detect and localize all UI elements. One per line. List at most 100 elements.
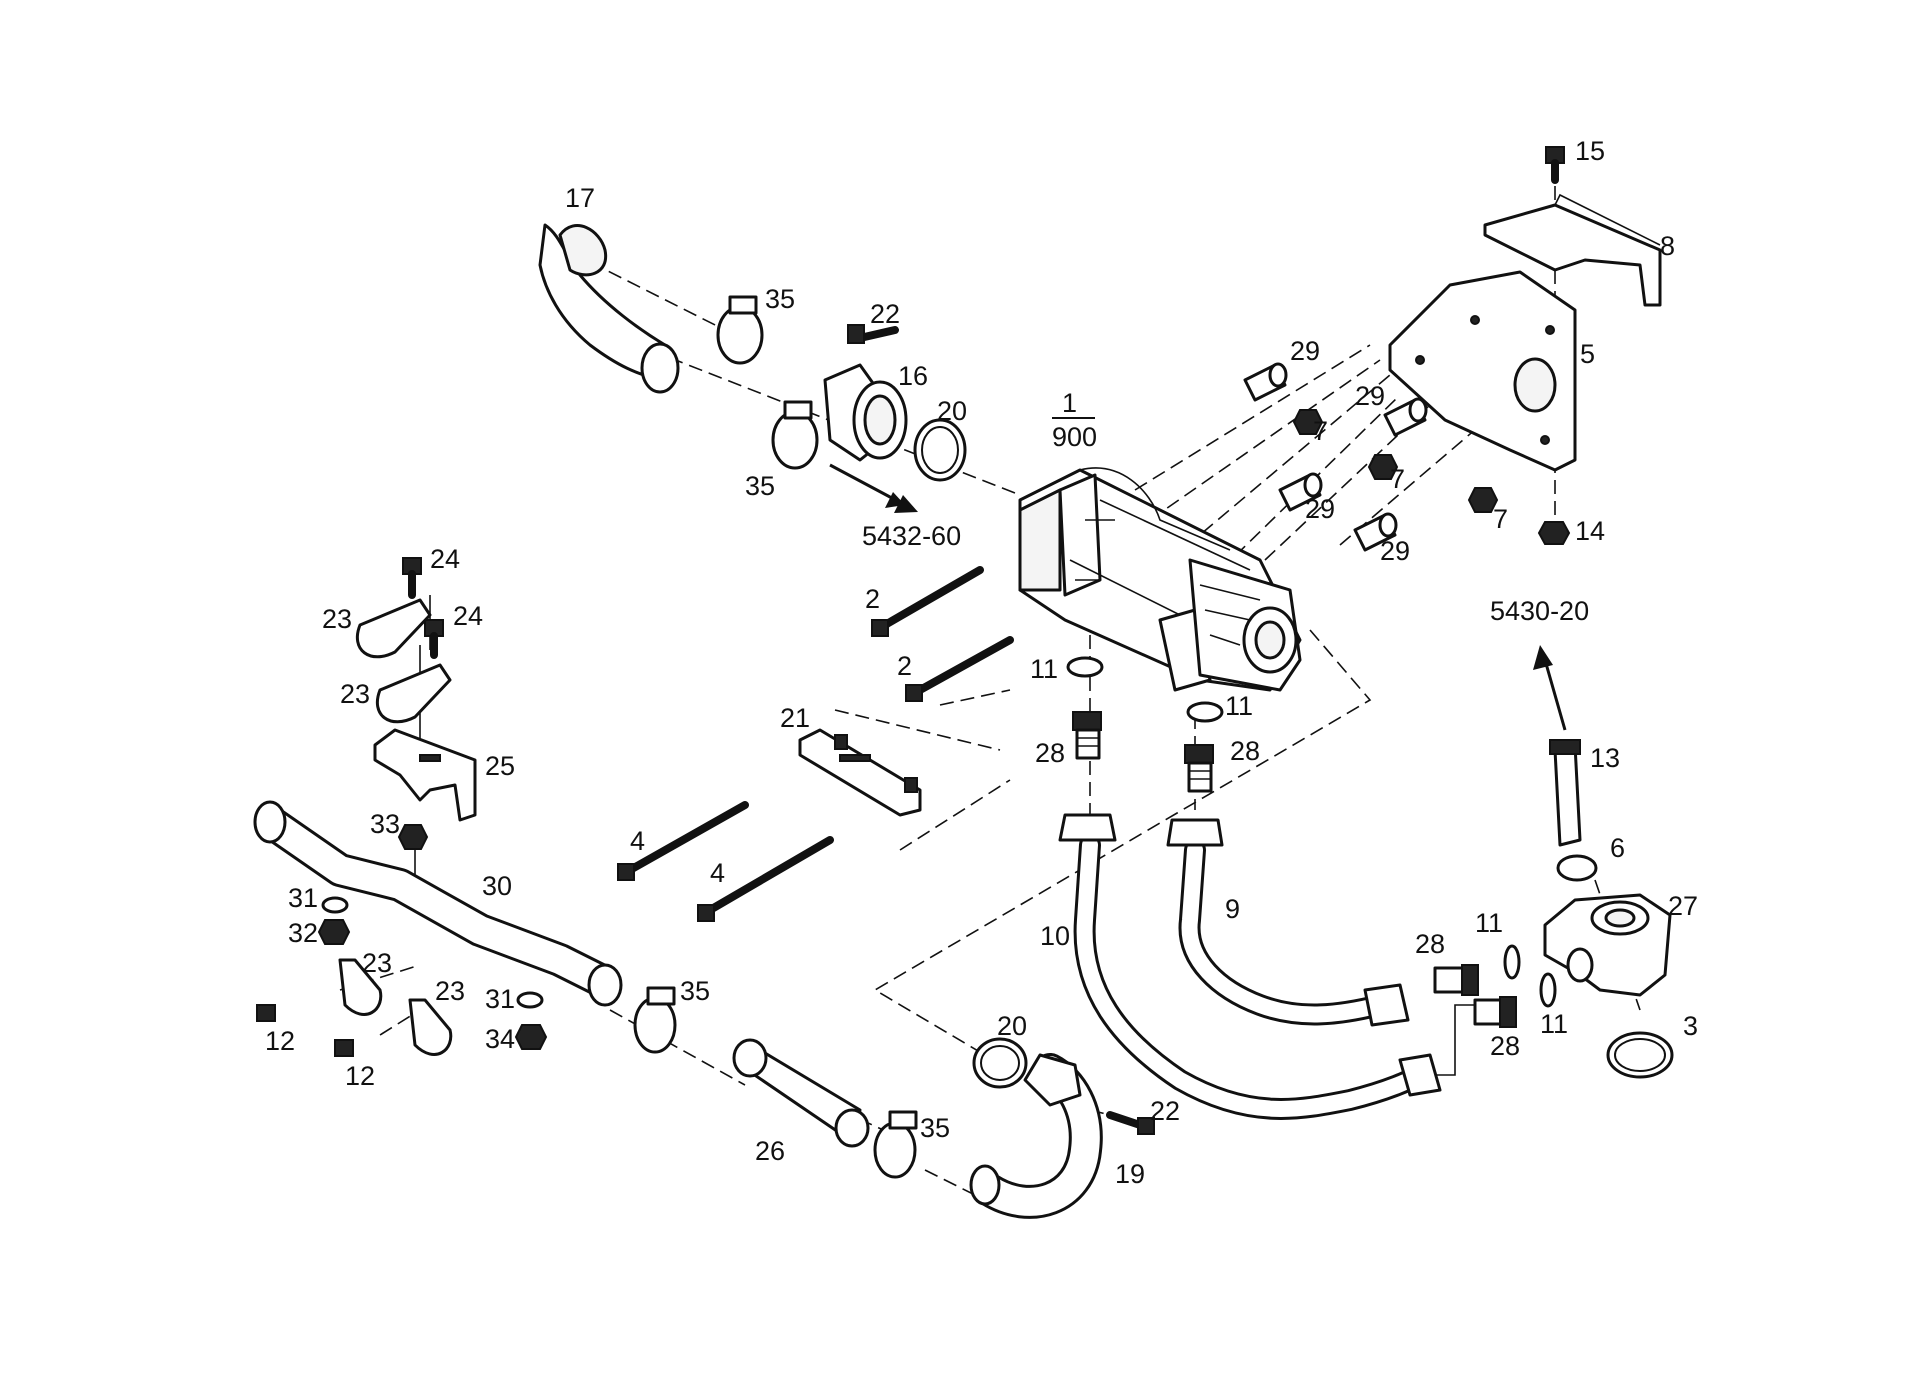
callout-21: 21 <box>780 703 810 733</box>
part-24-bolt-2 <box>424 619 444 659</box>
callout-900: 900 <box>1052 422 1097 452</box>
callout-29: 29 <box>1380 536 1410 566</box>
part-15-bolt <box>1545 146 1565 184</box>
part-21-spacer-strip <box>798 728 922 817</box>
part-20-o-ring-lower <box>972 1037 1028 1089</box>
callout-labels: 1 900 2 2 3 4 4 5 6 7 7 7 8 9 10 11 11 1… <box>265 136 1698 1189</box>
part-23-clamp-lower-1 <box>338 958 383 1016</box>
part-12-bolt-2 <box>334 1039 354 1057</box>
part-10-oil-pipe <box>1058 813 1442 1120</box>
callout-12: 12 <box>265 1026 295 1056</box>
part-22-bolt-lower <box>1106 1111 1155 1135</box>
callout-28: 28 <box>1230 736 1260 766</box>
callout-7: 7 <box>1493 504 1508 534</box>
callout-16: 16 <box>898 361 928 391</box>
callout-27: 27 <box>1668 891 1698 921</box>
part-5-mounting-plate <box>1388 270 1577 472</box>
callout-11: 11 <box>1475 908 1503 938</box>
part-2-bolt-2 <box>905 636 1014 702</box>
part-29-sleeve-4 <box>1353 512 1398 552</box>
callout-28: 28 <box>1415 929 1445 959</box>
part-23-clamp-lower-2 <box>408 998 453 1056</box>
reference-5430-20: 5430-20 <box>1490 596 1589 626</box>
part-1-oil-cooler-assembly <box>1018 467 1302 692</box>
callout-9: 9 <box>1225 894 1240 924</box>
part-11-seal-ring-1 <box>1066 656 1104 678</box>
part-13-nipple <box>1549 739 1582 847</box>
callout-32: 32 <box>288 918 318 948</box>
part-29-sleeve-2 <box>1383 397 1428 437</box>
callout-19: 19 <box>1115 1159 1145 1189</box>
callout-11: 11 <box>1030 654 1058 684</box>
part-27-filter-head <box>1543 893 1672 997</box>
part-12-bolt-1 <box>256 1004 276 1022</box>
callout-29: 29 <box>1355 381 1385 411</box>
callout-24: 24 <box>453 601 483 631</box>
part-29-sleeve-1 <box>1243 362 1288 402</box>
part-6-o-ring <box>1556 854 1598 882</box>
callout-28: 28 <box>1490 1031 1520 1061</box>
callout-23: 23 <box>322 604 352 634</box>
part-31-washer-2 <box>516 991 544 1009</box>
part-7-nut-1 <box>1292 409 1324 435</box>
part-7-nut-2 <box>1367 454 1399 480</box>
part-26-connecting-tube <box>732 1038 870 1148</box>
callout-22: 22 <box>870 299 900 329</box>
part-28-adapter-4 <box>1473 996 1517 1028</box>
callout-2: 2 <box>897 651 912 681</box>
reference-arrow-5430-20 <box>1533 645 1567 731</box>
part-11-seal-ring-2 <box>1186 701 1224 723</box>
callout-11: 11 <box>1225 691 1253 721</box>
part-11-seal-ring-4 <box>1539 972 1557 1008</box>
callout-26: 26 <box>755 1136 785 1166</box>
part-2-bolt-1 <box>871 566 984 637</box>
part-4-bolt-2 <box>697 836 834 922</box>
part-16-coolant-connector <box>823 363 908 462</box>
part-23-clamp-upper-1 <box>356 598 432 659</box>
callout-29: 29 <box>1305 494 1335 524</box>
callout-11: 11 <box>1540 1009 1568 1039</box>
part-31-washer-1 <box>321 896 349 914</box>
callout-6: 6 <box>1610 833 1625 863</box>
part-20-o-ring-upper <box>913 418 967 482</box>
callout-20: 20 <box>937 396 967 426</box>
callout-23: 23 <box>340 679 370 709</box>
callout-28: 28 <box>1035 738 1065 768</box>
callout-1: 1 <box>1062 388 1077 418</box>
callout-8: 8 <box>1660 231 1675 261</box>
callout-7: 7 <box>1390 464 1405 494</box>
part-35-hose-clamp-4 <box>873 1110 918 1179</box>
callout-34: 34 <box>485 1024 515 1054</box>
callout-2: 2 <box>865 584 880 614</box>
part-17-upper-elbow-hose <box>538 223 680 394</box>
reference-5432-60: 5432-60 <box>862 521 961 551</box>
part-28-adapter-1 <box>1072 711 1102 760</box>
part-24-bolt-1 <box>402 557 422 599</box>
part-7-nut-3 <box>1467 487 1499 513</box>
reference-arrow-5432-60 <box>829 463 918 513</box>
callout-25: 25 <box>485 751 515 781</box>
part-4-bolt-1 <box>617 801 749 881</box>
callout-4: 4 <box>630 826 645 856</box>
part-23-clamp-upper-2 <box>376 663 452 724</box>
callout-35: 35 <box>680 976 710 1006</box>
callout-4: 4 <box>710 858 725 888</box>
callout-10: 10 <box>1040 921 1070 951</box>
callout-5: 5 <box>1580 339 1595 369</box>
callout-23: 23 <box>435 976 465 1006</box>
part-32-nut <box>317 919 351 945</box>
part-11-seal-ring-3 <box>1503 944 1521 980</box>
callout-31: 31 <box>485 984 515 1014</box>
part-28-adapter-3 <box>1433 964 1479 996</box>
callout-35: 35 <box>745 471 775 501</box>
part-35-hose-clamp-3 <box>633 986 677 1054</box>
part-9-oil-pipe <box>1166 818 1410 1027</box>
callout-31: 31 <box>288 883 318 913</box>
callout-30: 30 <box>482 871 512 901</box>
part-25-mounting-bracket <box>373 728 477 822</box>
part-3-seal-ring <box>1606 1031 1674 1079</box>
callout-29: 29 <box>1290 336 1320 366</box>
part-14-nut <box>1537 521 1571 545</box>
part-22-bolt-upper <box>847 324 899 344</box>
